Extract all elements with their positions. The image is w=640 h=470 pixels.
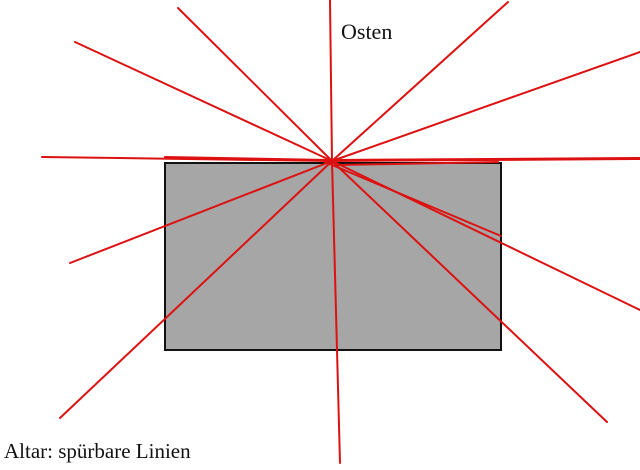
caption-label: Altar: spürbare Linien: [4, 439, 191, 463]
red-line-15: [324, 161, 502, 237]
red-line-3: [331, 51, 640, 162]
red-line-12: [177, 7, 333, 162]
line-group: [41, 0, 640, 464]
red-line-16: [337, 161, 499, 166]
red-line-13: [329, 157, 640, 161]
red-line-7: [331, 160, 341, 464]
red-line-1: [329, 0, 333, 162]
red-line-6: [331, 160, 608, 423]
red-line-11: [74, 41, 333, 162]
direction-label: Osten: [341, 19, 393, 44]
red-line-2: [331, 1, 509, 162]
red-line-14: [164, 156, 331, 161]
red-line-4: [331, 158, 640, 162]
red-line-10: [41, 156, 333, 162]
red-line-9: [69, 160, 333, 264]
red-line-8: [59, 160, 333, 419]
